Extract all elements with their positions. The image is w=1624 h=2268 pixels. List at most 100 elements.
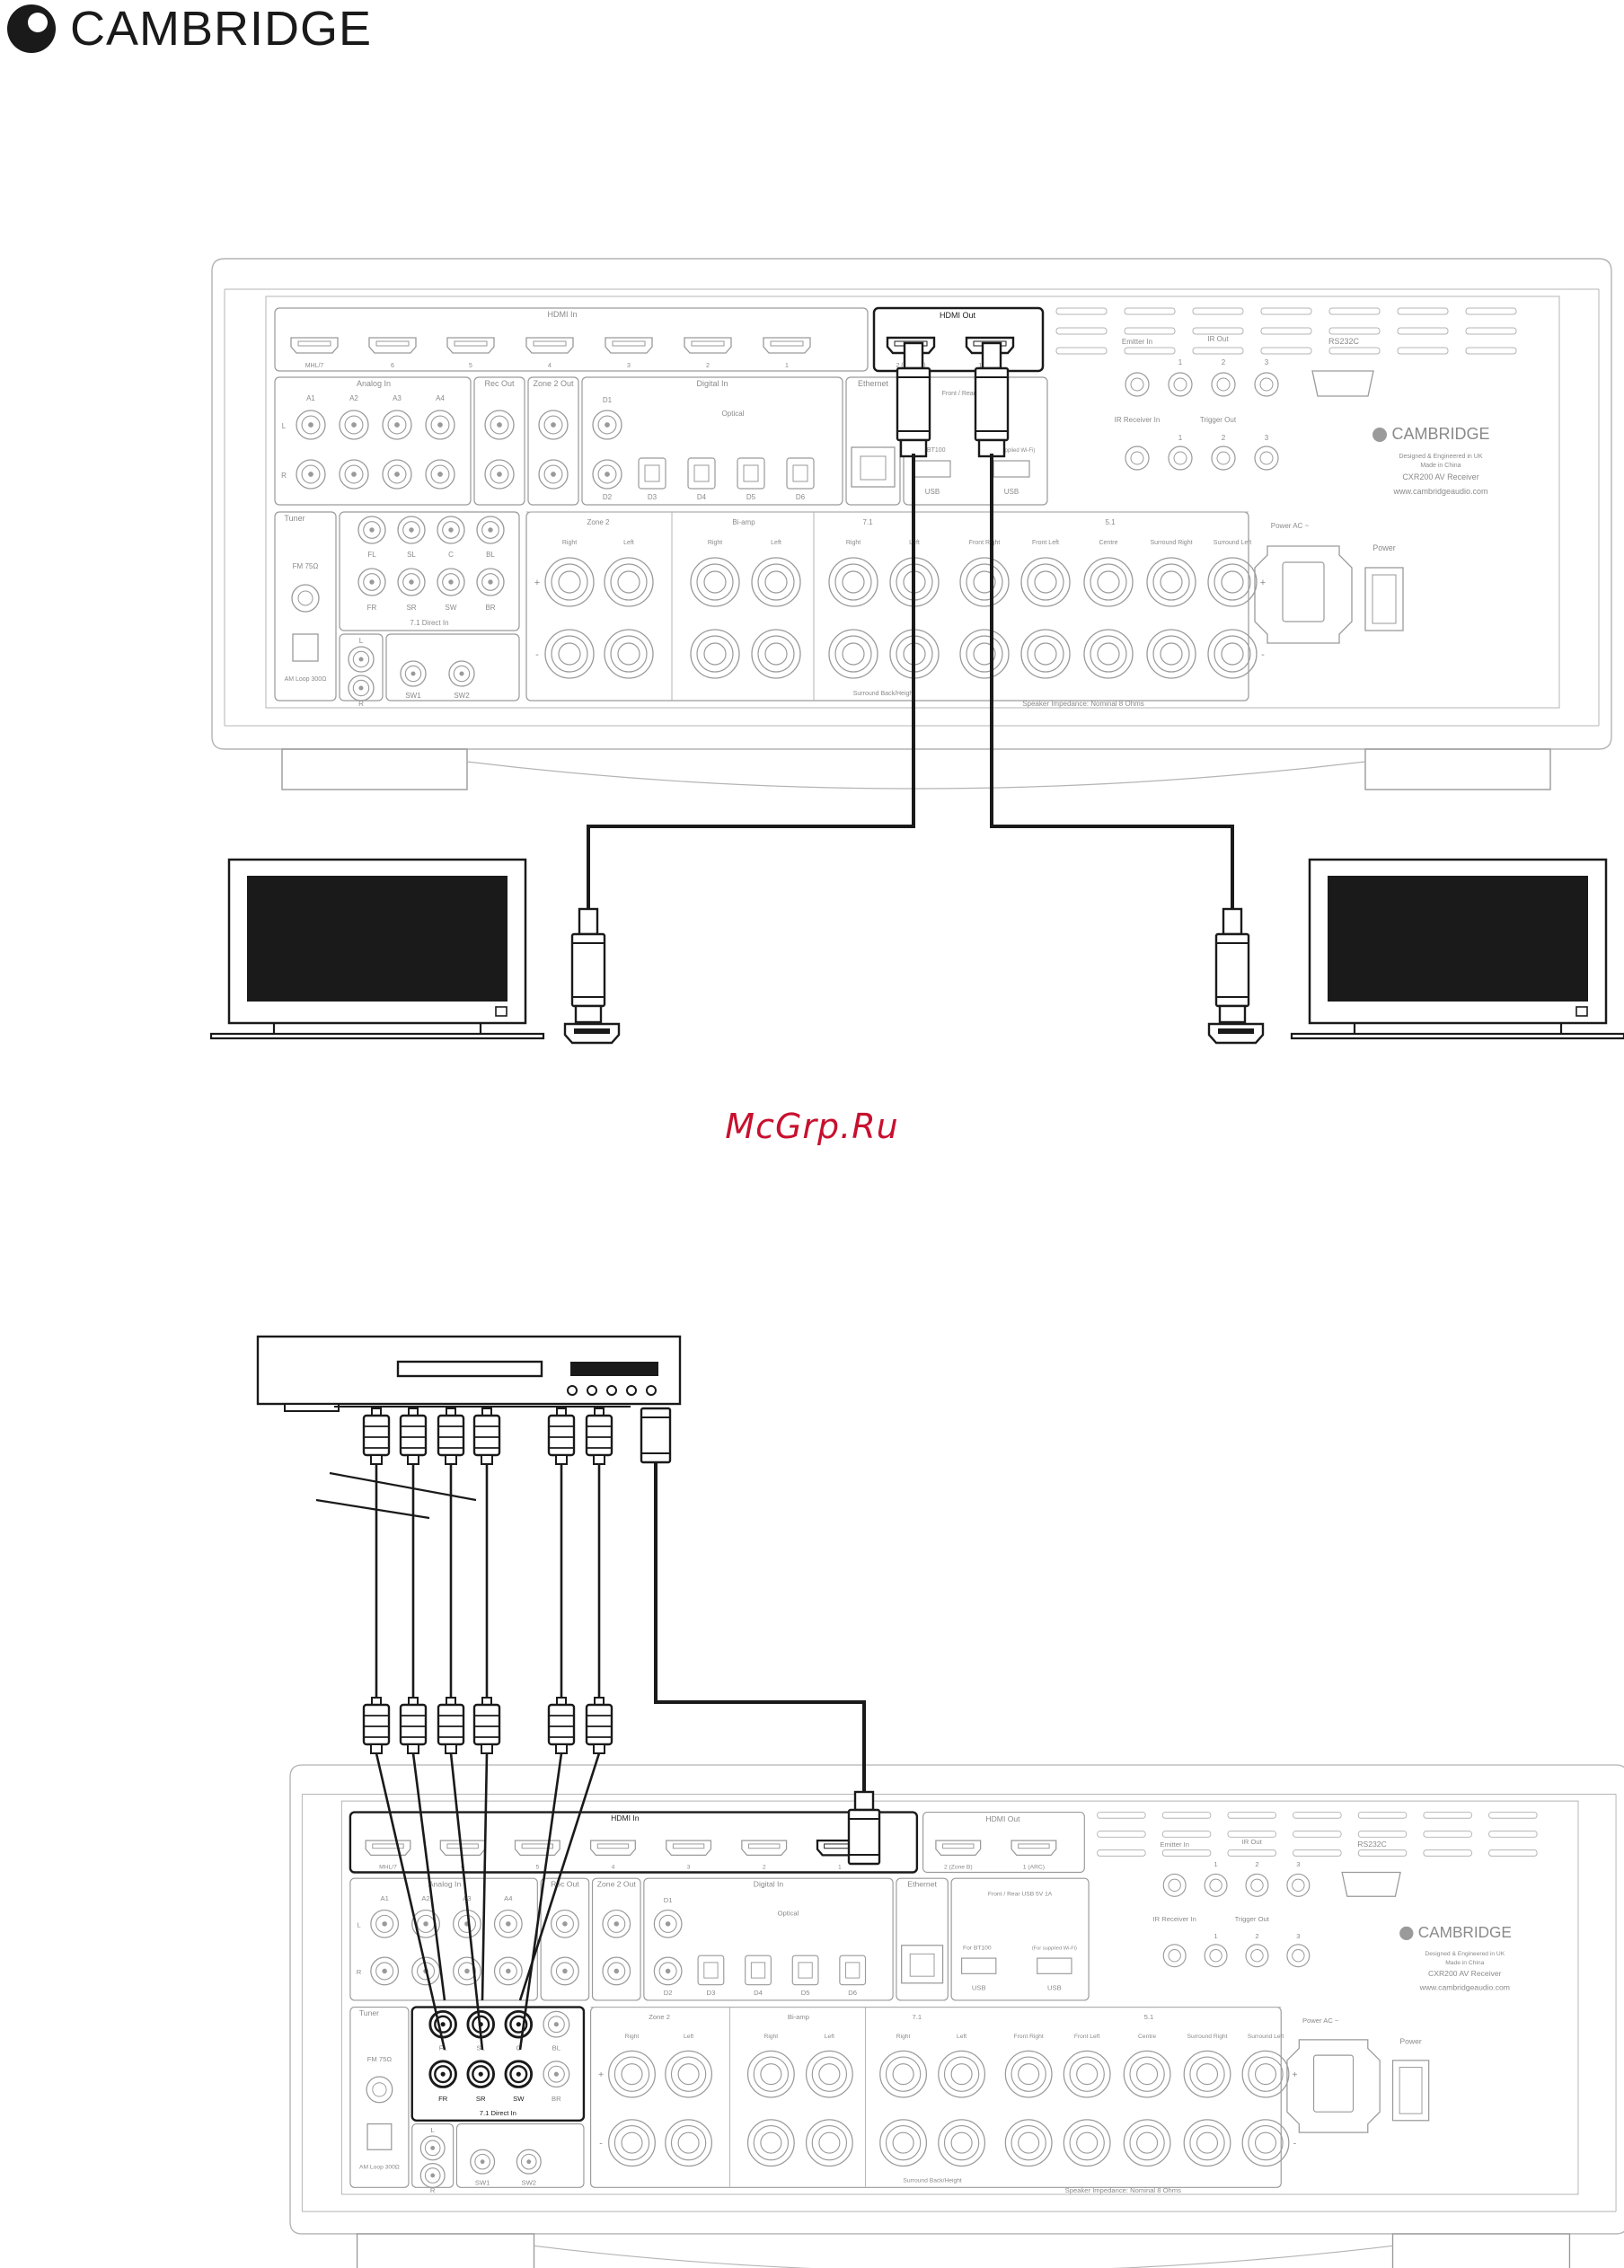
rca-plug-body [399, 1703, 428, 1746]
hdmi-in-port-4 [525, 337, 574, 354]
vent-slot [1423, 1849, 1472, 1857]
minijack [1245, 1944, 1269, 1968]
biamp-label: Bi-amp [732, 518, 755, 526]
hdmi-in-port-3 [446, 337, 495, 354]
hdmi-plug-body [974, 366, 1010, 442]
direct-in-bottom-jack [504, 2060, 534, 2088]
hdmi-in-port-label: 3 [627, 363, 631, 369]
vent-slot [1357, 1831, 1408, 1838]
speaker-terminal-neg-ring [551, 635, 588, 673]
panel-logo-icon [1372, 428, 1387, 442]
analog-jack-l [370, 1909, 400, 1938]
speaker-group-divider [728, 2007, 866, 2188]
hdmi-in-port-label: 5 [469, 363, 472, 369]
optical-port-inner [792, 464, 808, 482]
hdmi-plug-strain [981, 341, 1002, 370]
plus-label: + [1260, 578, 1266, 588]
speaker-terminal-pos [1020, 557, 1071, 607]
direct-in-bottom-jack-pin [440, 2071, 446, 2077]
player-button [606, 1385, 617, 1396]
direct-in-bottom-jack [466, 2060, 496, 2088]
model-label: CXR200 AV Receiver [1428, 1969, 1502, 1978]
speaker-terminal-pos-cap [973, 570, 996, 594]
minijack [1245, 1873, 1269, 1897]
direct-in-bottom-jack [397, 568, 426, 596]
direct-in-bottom-jack [437, 568, 465, 596]
speaker-terminal-pos-cap [950, 2063, 973, 2086]
model-label: CXR200 AV Receiver [1402, 472, 1478, 481]
speaker-terminal-neg-ring [1152, 635, 1190, 673]
watermark: McGrp.Ru [725, 1107, 899, 1146]
hdmi-plug-grip [975, 376, 1008, 432]
coax-d2-pin [665, 1968, 671, 1974]
vent-slot [1055, 347, 1108, 355]
rca-plug-body [472, 1703, 501, 1746]
hdmi-out-block [922, 1812, 1085, 1874]
tuner-block [349, 2007, 410, 2188]
usb-power-label: Front / Rear USB 5V 1A [988, 1891, 1053, 1897]
zone2-label: Zone 2 [587, 518, 610, 526]
direct-top-label: BL [486, 551, 495, 559]
rca-plug-strain [407, 1743, 419, 1754]
source-player [256, 1335, 682, 1412]
speaker-terminal-neg [805, 2119, 853, 2167]
speaker-label: Front Right [969, 540, 1001, 546]
zone2-out-label: Zone 2 Out [533, 379, 574, 388]
rec-out-l-ring [555, 1914, 574, 1933]
hdmi-plug-monitor-right [1214, 907, 1250, 1024]
designed-label: Designed & Engineered in UK [1399, 454, 1482, 460]
analog-jack-l-ring [499, 1914, 517, 1933]
hdmi-in-port-1-inner [297, 340, 331, 347]
cambridge-logo-icon [7, 4, 56, 53]
minijack [1211, 372, 1236, 397]
direct-top-label: FL [367, 551, 376, 559]
hdmi-plug-tip [574, 1004, 603, 1024]
impedance-label: Speaker Impedance: Nominal 8 Ohms [1022, 700, 1144, 708]
plus-label: + [534, 578, 540, 588]
sw2-jack-pin [459, 671, 464, 676]
speaker-terminal-pos-ring [1090, 563, 1127, 601]
brand-header: CAMBRIDGE [5, 0, 372, 57]
speaker-terminal-neg [1123, 2119, 1171, 2167]
vent-slot [1260, 347, 1312, 355]
speaker-terminal-pos-cap [764, 570, 788, 594]
analog-jack-r [382, 459, 412, 490]
analog-port-label: A4 [436, 394, 445, 402]
analog-jack-r [370, 1956, 400, 1986]
rca-plug-strain [407, 1454, 419, 1465]
speaker-terminal-neg [608, 2119, 656, 2167]
ethernet-block [896, 1877, 949, 2001]
base-curve [534, 2245, 1393, 2268]
ir-port-label: 3 [1265, 358, 1269, 366]
speaker-terminal-pos-ring [753, 2056, 790, 2092]
speaker-label: Left [825, 2034, 834, 2040]
speaker-terminal-pos-cap [1076, 2063, 1099, 2086]
minijack-inner [1130, 377, 1144, 392]
speaker-terminal-pos-ring [757, 563, 795, 601]
hdmi-plug-grip [1216, 942, 1249, 998]
speaker-terminal-neg-cap [1076, 2131, 1099, 2154]
hdmi-out-block [872, 306, 1045, 373]
speaker-terminal-neg-cap [1196, 2131, 1219, 2154]
speaker-terminal-neg-ring [966, 635, 1003, 673]
rca-plug-receiver [399, 1697, 428, 1754]
speaker-terminal-pos [1004, 2050, 1053, 2098]
panel-outline [265, 296, 1560, 709]
speaker-terminal-neg-cap [892, 2131, 914, 2154]
optical-port-inner [798, 1962, 813, 1979]
speaker-terminal-neg-ring [753, 2124, 790, 2161]
monitor-power-button [495, 1006, 508, 1017]
direct-in-bottom-jack [476, 568, 505, 596]
optical-port-inner [693, 464, 710, 482]
speaker-terminal-neg-cap [818, 2131, 841, 2154]
vent-slot [1397, 327, 1449, 335]
fm-connector [366, 2076, 393, 2104]
rca-plug-source [547, 1408, 576, 1465]
minus-label: - [1261, 649, 1265, 660]
for-wifi-label: (For supplied Wi-Fi) [988, 448, 1036, 454]
sw1-label: SW1 [475, 2178, 490, 2186]
speaker-label: Left [684, 2034, 693, 2040]
minijack-inner [1216, 377, 1231, 392]
speaker-terminal-neg [828, 629, 878, 679]
